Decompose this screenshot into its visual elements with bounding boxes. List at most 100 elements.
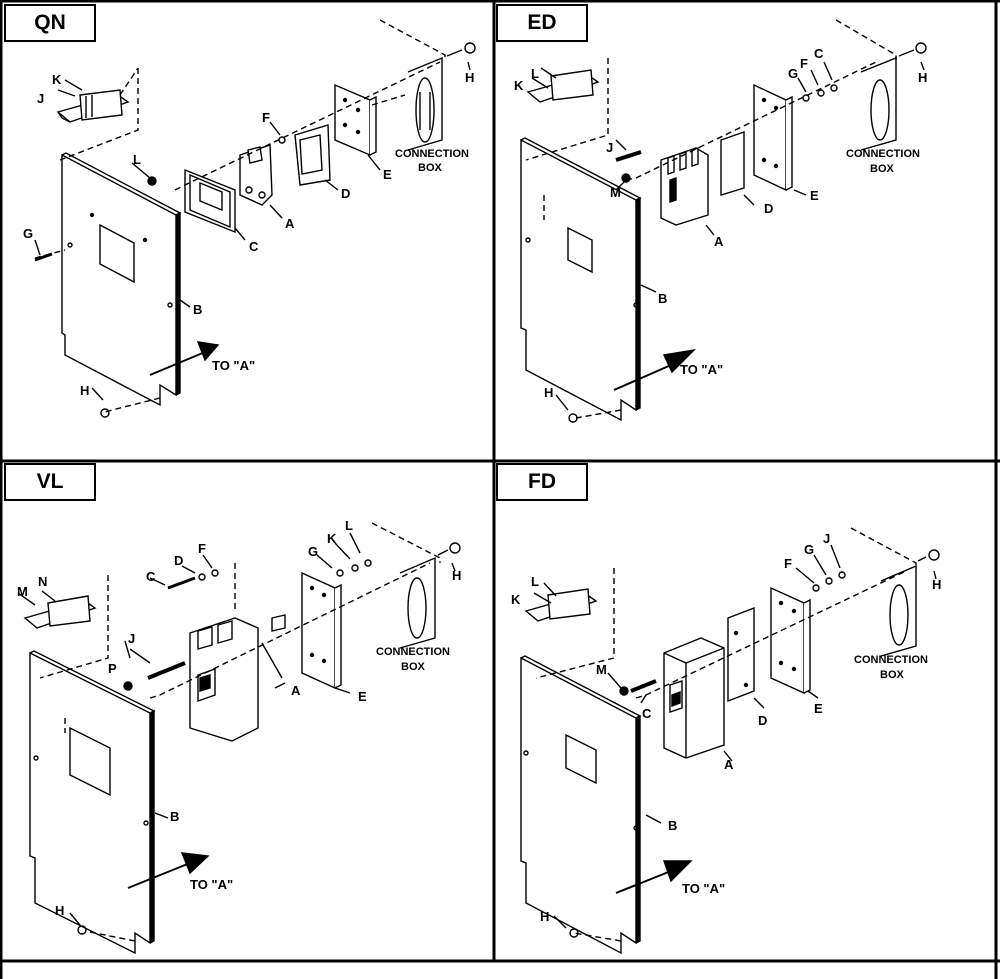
callout-h: H xyxy=(452,568,461,583)
panel-qn: QN xyxy=(0,0,494,461)
callout-d: D xyxy=(764,201,773,216)
breaker xyxy=(663,637,725,759)
callout-m: M xyxy=(610,185,621,200)
breaker xyxy=(239,144,273,206)
cover-plate xyxy=(184,168,236,234)
callout-j: J xyxy=(606,140,613,155)
connection-box xyxy=(399,556,436,649)
callout-a: A xyxy=(714,234,724,249)
callout-a: A xyxy=(291,683,301,698)
callout-d: D xyxy=(341,186,350,201)
to-a-label: TO "A" xyxy=(682,881,725,896)
callout-l: L xyxy=(133,152,141,167)
panel-title: QN xyxy=(4,4,96,42)
callout-m: M xyxy=(17,584,28,599)
to-a-label: TO "A" xyxy=(680,362,723,377)
callout-k: K xyxy=(514,78,524,93)
connection-box-label: BOX xyxy=(418,162,443,174)
connection-box-label: CONNECTION xyxy=(376,646,450,658)
breaker xyxy=(189,617,259,742)
callout-b: B xyxy=(193,302,202,317)
connection-box-label: CONNECTION xyxy=(846,148,920,160)
panel-title: VL xyxy=(4,463,96,501)
callout-a: A xyxy=(724,757,734,772)
callout-b: B xyxy=(170,809,179,824)
access-panel xyxy=(520,656,637,955)
callout-e: E xyxy=(383,167,392,182)
insulator-plate xyxy=(727,606,755,703)
panel-title: ED xyxy=(496,4,588,42)
callout-g: G xyxy=(804,542,814,557)
callout-k: K xyxy=(52,72,62,87)
callout-c: C xyxy=(814,46,824,61)
panel-window xyxy=(567,226,593,274)
callout-d: D xyxy=(174,553,183,568)
callout-k: K xyxy=(327,531,337,546)
mounting-plate xyxy=(753,83,787,192)
callout-h: H xyxy=(540,909,549,924)
to-a-label: TO "A" xyxy=(190,877,233,892)
arrow-head xyxy=(196,341,220,362)
exploded-view: K L J M A D E G F C H B H CONNECTION BOX… xyxy=(514,19,927,423)
callout-c: C xyxy=(146,569,156,584)
callout-f: F xyxy=(262,110,270,125)
callout-c: C xyxy=(249,239,259,254)
mounting-plate xyxy=(770,586,805,695)
callout-h: H xyxy=(55,903,64,918)
exploded-view: J K L F G C A D E H B H CONNECTION BOX T… xyxy=(23,19,476,418)
arrow-head xyxy=(180,852,210,875)
insulator-plate xyxy=(720,131,745,196)
callout-e: E xyxy=(358,689,367,704)
callout-g: G xyxy=(23,226,33,241)
callout-h: H xyxy=(544,385,553,400)
callout-d: D xyxy=(758,713,767,728)
panel-window xyxy=(99,223,135,284)
callout-a: A xyxy=(285,216,295,231)
panel-ed: ED xyxy=(496,0,996,461)
callout-j: J xyxy=(128,631,135,646)
access-panel xyxy=(520,138,637,422)
callout-k: K xyxy=(511,592,521,607)
callout-e: E xyxy=(814,701,823,716)
callout-n: N xyxy=(38,574,47,589)
connection-box-label: CONNECTION xyxy=(395,148,469,160)
arrow-head xyxy=(663,860,693,883)
access-panel xyxy=(29,651,151,955)
callout-h: H xyxy=(465,70,474,85)
callout-c: C xyxy=(642,706,652,721)
arrow-head xyxy=(662,348,697,374)
callout-j: J xyxy=(823,531,830,546)
callout-f: F xyxy=(784,556,792,571)
to-a-label: TO "A" xyxy=(212,358,255,373)
connection-box-label: BOX xyxy=(880,669,905,681)
connection-box-label: BOX xyxy=(870,163,895,175)
connection-box xyxy=(880,564,917,657)
mounting-plate xyxy=(301,571,336,690)
callout-e: E xyxy=(810,188,819,203)
callout-h: H xyxy=(80,383,89,398)
callout-f: F xyxy=(800,56,808,71)
callout-l: L xyxy=(345,518,353,533)
access-panel xyxy=(61,153,177,407)
callout-p: P xyxy=(108,661,117,676)
panel-vl: VL xyxy=(0,463,494,961)
panel-title: FD xyxy=(496,463,588,501)
callout-b: B xyxy=(668,818,677,833)
callout-g: G xyxy=(788,66,798,81)
panel-window xyxy=(565,733,597,785)
callout-g: G xyxy=(308,544,318,559)
callout-h: H xyxy=(932,577,941,592)
exploded-view: N M C D F J P A E G K L H B H CONNECTION… xyxy=(17,518,461,955)
callout-h: H xyxy=(918,70,927,85)
callout-m: M xyxy=(596,662,607,677)
connection-box-label: BOX xyxy=(401,661,426,673)
exploded-view: K L M C A D E F G J H B H CONNECTION BOX… xyxy=(511,527,941,955)
mounting-plate xyxy=(334,83,371,157)
panel-window xyxy=(69,726,111,797)
callout-b: B xyxy=(658,291,667,306)
connection-box xyxy=(407,56,443,151)
callout-j: J xyxy=(37,91,44,106)
callout-l: L xyxy=(531,574,539,589)
panel-fd: FD xyxy=(496,463,996,961)
